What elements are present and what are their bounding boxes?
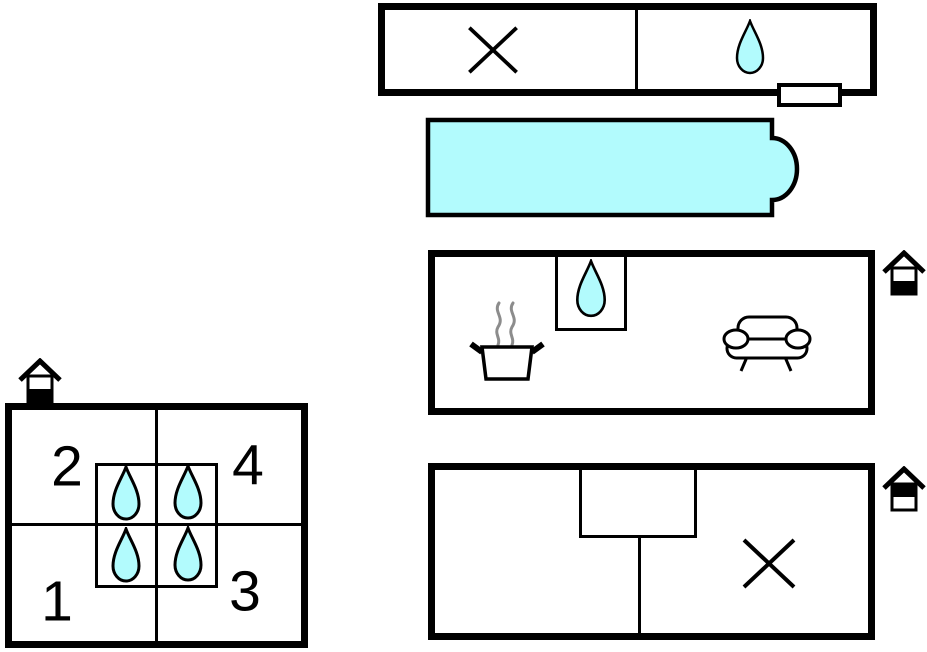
water-drop-icon bbox=[575, 259, 607, 318]
door-step-icon bbox=[777, 83, 842, 107]
water-drop-icon bbox=[111, 465, 141, 521]
grid-house-building: 2 4 1 3 bbox=[5, 403, 308, 648]
water-drop-icon bbox=[173, 464, 203, 520]
water-drop-icon bbox=[735, 19, 765, 75]
ground-floor-house-icon bbox=[18, 358, 62, 404]
sofa-icon bbox=[722, 315, 812, 372]
water-drop-icon bbox=[173, 526, 203, 582]
water-drop-icon bbox=[111, 527, 141, 583]
cross-icon bbox=[468, 26, 518, 74]
room-number: 3 bbox=[229, 559, 261, 624]
bathroom-cubicle bbox=[555, 257, 627, 331]
ground-floor-wing-building bbox=[428, 250, 875, 415]
room-number: 4 bbox=[232, 433, 264, 498]
interior-wall bbox=[638, 538, 641, 633]
upper-floor-house-icon bbox=[882, 466, 926, 512]
room-number: 1 bbox=[41, 569, 73, 634]
interior-wall-horizontal bbox=[12, 523, 301, 526]
cooking-pot-icon bbox=[469, 301, 545, 381]
swimming-pool-icon bbox=[425, 117, 800, 218]
cross-icon bbox=[742, 538, 796, 589]
upper-room-cubicle bbox=[579, 470, 697, 538]
upper-floor-wing-building bbox=[428, 463, 875, 640]
interior-wall bbox=[635, 10, 638, 89]
ground-floor-house-icon bbox=[882, 250, 926, 296]
top-annex-building bbox=[378, 3, 877, 96]
room-number: 2 bbox=[51, 434, 83, 499]
shower-block bbox=[95, 463, 218, 588]
